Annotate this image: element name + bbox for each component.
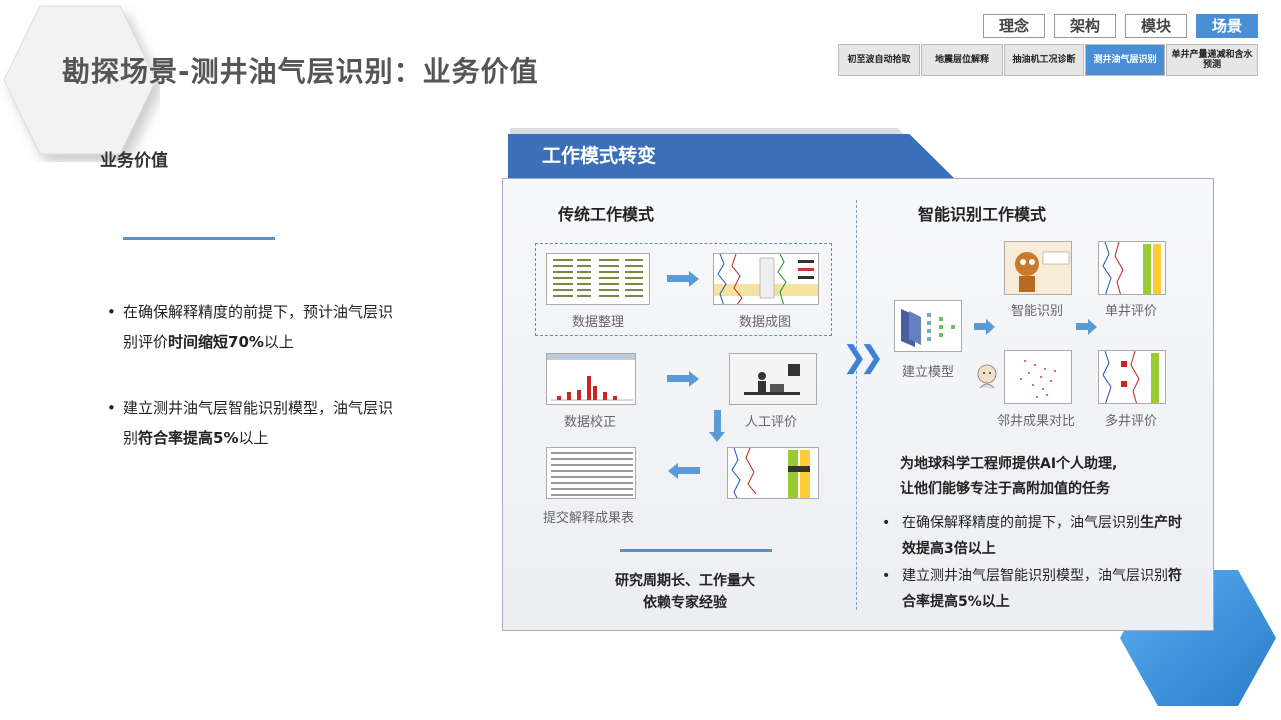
smart-bullet-1: • 在确保解释精度的前提下，油气层识别生产时效提高3倍以上 <box>882 515 1182 557</box>
caption-multi-well-evaluation: 多井评价 <box>1105 414 1158 429</box>
log-result-thumbnail <box>727 447 819 499</box>
smart-summary-heading: 为地球科学工程师提供AI个人助理, 让他们能够专注于高附加值的任务 <box>900 452 1117 502</box>
smart-mode-title: 智能识别工作模式 <box>918 205 1047 224</box>
caption-submit-results: 提交解释成果表 <box>543 511 635 526</box>
double-chevron-icon: ❯❯ <box>842 340 884 375</box>
traditional-summary-line2: 依赖专家经验 <box>643 595 727 611</box>
traditional-summary: 研究周期长、工作量大 依赖专家经验 <box>560 570 810 614</box>
log-plot-thumbnail <box>713 253 819 305</box>
smart-summary-line2: 让他们能够专注于高附加值的任务 <box>900 481 1110 497</box>
subtab-production-forecast[interactable]: 单井产量递减和含水预测 <box>1166 44 1258 76</box>
arrow-right-head-icon <box>1088 319 1097 335</box>
result-table-thumbnail <box>546 447 636 499</box>
left-bullet-1: • 在确保解释精度的前提下，预计油气层识别评价时间缩短70%以上 <box>107 303 394 351</box>
robot-thumbnail <box>1004 241 1072 295</box>
caption-single-well-evaluation: 单井评价 <box>1105 304 1158 319</box>
caption-smart-recognition: 智能识别 <box>1011 304 1064 319</box>
nav-tab-scenario[interactable]: 场景 <box>1196 14 1258 38</box>
caption-data-prep: 数据整理 <box>572 315 625 330</box>
mode-divider <box>856 200 857 610</box>
nav-tab-module[interactable]: 模块 <box>1125 14 1187 38</box>
caption-build-model: 建立模型 <box>902 365 955 380</box>
subtab-pump-diagnosis[interactable]: 抽油机工况诊断 <box>1004 44 1084 76</box>
arrow-left-icon <box>678 467 700 474</box>
caption-manual-evaluation: 人工评价 <box>745 415 798 430</box>
decor-hexagon-top-left <box>3 5 157 155</box>
arrow-right-head-icon <box>986 319 995 335</box>
scientist-avatar <box>974 362 1000 392</box>
heading-underline <box>123 237 275 240</box>
arrow-right-icon <box>1076 323 1088 330</box>
expert-desk-thumbnail <box>729 353 817 405</box>
traditional-mode-title: 传统工作模式 <box>558 205 655 224</box>
arrow-down-icon <box>714 410 721 432</box>
subtab-first-break-picking[interactable]: 初至波自动拾取 <box>838 44 920 76</box>
caption-data-correction: 数据校正 <box>564 415 617 430</box>
traditional-underline <box>620 549 772 552</box>
data-prep-group <box>535 243 832 336</box>
multi-well-thumbnail <box>1098 350 1166 404</box>
traditional-summary-line1: 研究周期长、工作量大 <box>615 573 755 589</box>
arrow-right-icon <box>974 323 986 330</box>
data-table-thumbnail <box>546 253 650 305</box>
neural-model-thumbnail <box>894 300 962 352</box>
left-bullet-2: • 建立测井油气层智能识别模型，油气层识别符合率提高5%以上 <box>107 399 394 447</box>
arrow-right-head-icon <box>689 271 699 287</box>
caption-data-plot: 数据成图 <box>739 315 792 330</box>
subtab-well-logging[interactable]: 测井油气层识别 <box>1085 44 1165 76</box>
smart-bullet-2: • 建立测井油气层智能识别模型，油气层识别符合率提高5%以上 <box>882 568 1182 610</box>
histogram-thumbnail <box>546 353 636 405</box>
arrow-right-head-icon <box>689 371 699 387</box>
arrow-left-head-icon <box>668 463 678 479</box>
smart-summary-line1: 为地球科学工程师提供AI个人助理, <box>900 456 1118 472</box>
nav-tab-architecture[interactable]: 架构 <box>1054 14 1116 38</box>
business-value-heading: 业务价值 <box>100 151 168 171</box>
arrow-right-icon <box>667 275 689 282</box>
arrow-down-head-icon <box>709 432 725 442</box>
arrow-right-icon <box>667 375 689 382</box>
single-well-thumbnail <box>1098 241 1166 295</box>
scatter-compare-thumbnail <box>1004 350 1072 404</box>
nav-tab-concept[interactable]: 理念 <box>983 14 1045 38</box>
subtab-horizon-interpretation[interactable]: 地震层位解释 <box>921 44 1003 76</box>
work-mode-banner: 工作模式转变 <box>508 134 954 178</box>
caption-neighbor-well-compare: 邻井成果对比 <box>997 414 1076 429</box>
page-title: 勘探场景-测井油气层识别：业务价值 <box>62 55 539 88</box>
